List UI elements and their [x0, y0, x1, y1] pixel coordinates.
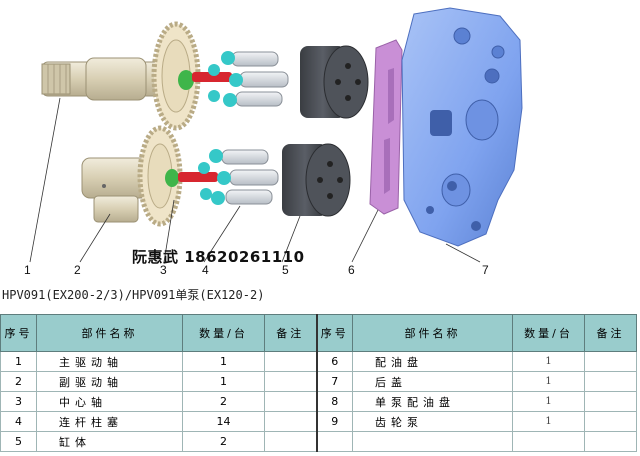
header-note: 备注: [264, 314, 317, 352]
piston-rods-upper: [208, 51, 289, 107]
main-drive-shaft: [41, 57, 163, 101]
parts-table: 序号 部件名称 数量/台 备注 序号 部件名称 数量/台 备注 1 主驱动轴 1…: [0, 314, 637, 452]
header-seq-right: 序号: [315, 314, 353, 352]
auxiliary-drive-gear: [137, 125, 183, 227]
callout-numbers: 1 2 3 4 5 6 7: [24, 263, 489, 277]
table-row: 1 主驱动轴 1 6 配油盘 1: [0, 351, 637, 372]
table-row: 3 中心轴 2 8 单泵配油盘 1: [0, 391, 637, 412]
callout-5: 5: [282, 263, 289, 277]
header-note-right: 备注: [584, 314, 637, 352]
main-drive-gear: [151, 21, 201, 131]
table-row: 5 缸体 2: [0, 431, 637, 452]
callout-6: 6: [348, 263, 355, 277]
callout-7: 7: [482, 263, 489, 277]
callout-3: 3: [160, 263, 167, 277]
model-caption: HPV091(EX200-2/3)/HPV091单泵(EX120-2): [2, 288, 265, 302]
table-header-row: 序号 部件名称 数量/台 备注 序号 部件名称 数量/台 备注: [0, 314, 637, 352]
header-qty-right: 数量/台: [512, 314, 585, 352]
rear-cover-housing: [401, 7, 523, 247]
header-name-right: 部件名称: [352, 314, 513, 352]
header-name: 部件名称: [36, 314, 183, 352]
callout-2: 2: [74, 263, 81, 277]
center-shaft: [178, 72, 232, 182]
pump-exploded-diagram: 1 2 3 4 5 6 7: [24, 7, 523, 277]
cylinder-block-upper: [300, 45, 369, 119]
callout-1: 1: [24, 263, 31, 277]
cylinder-block-lower: [282, 143, 351, 217]
header-qty: 数量/台: [182, 314, 265, 352]
table-row: 2 副驱动轴 1 7 后盖 1: [0, 371, 637, 392]
contact-watermark: 阮惠武 18620261110: [132, 248, 305, 266]
header-seq: 序号: [0, 314, 37, 352]
callout-4: 4: [202, 263, 209, 277]
piston-rods-lower: [198, 149, 279, 205]
table-row: 4 连杆柱塞 14 9 齿轮泵 1: [0, 411, 637, 432]
leader-lines: [29, 97, 481, 263]
valve-plate: [369, 39, 403, 215]
